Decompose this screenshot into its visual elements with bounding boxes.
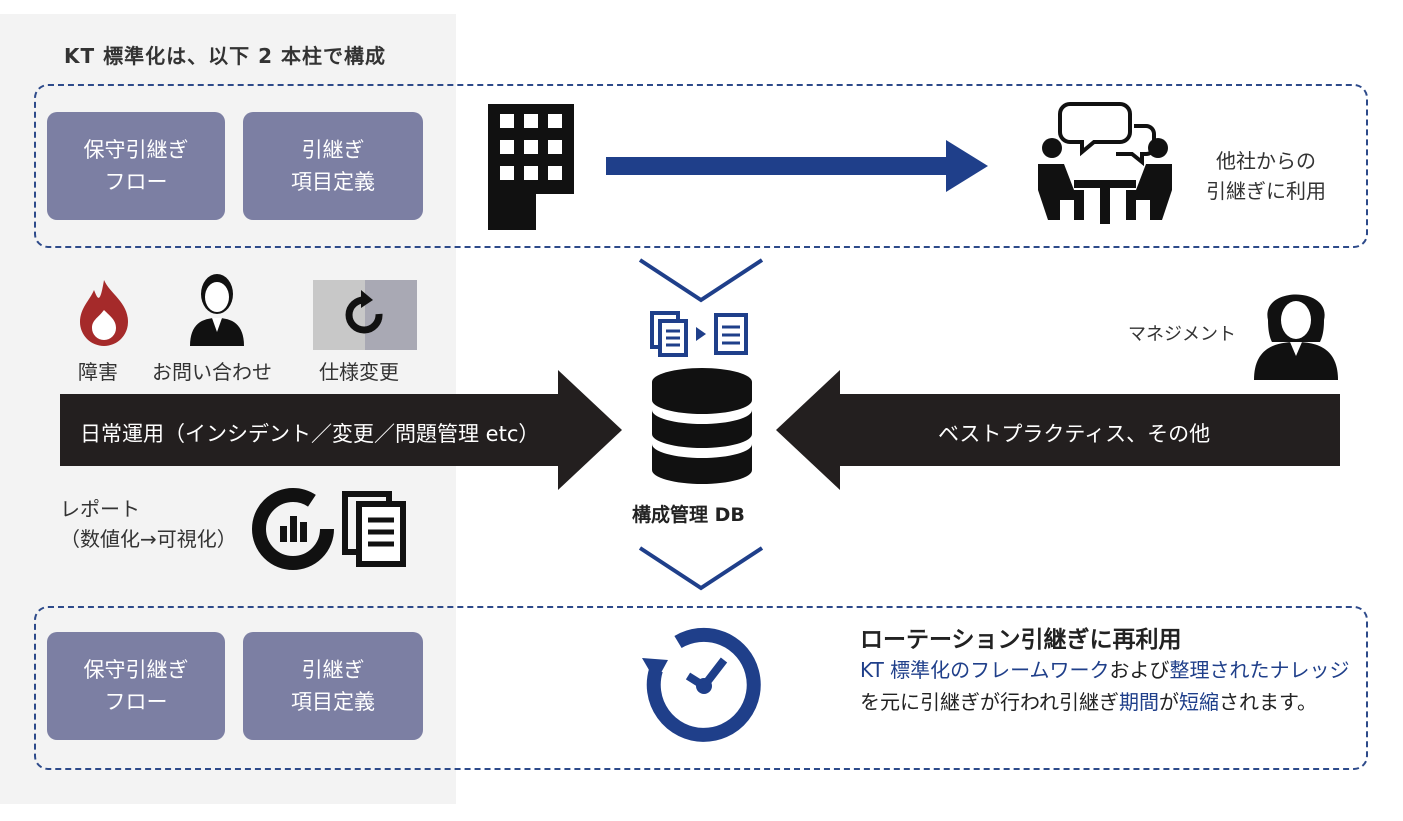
rotation-heading: ローテーション引継ぎに再利用 <box>860 627 1182 653</box>
rotation-description: KT 標準化のフレームワークおよび整理されたナレッジを元に引継ぎが行われ引継ぎ期… <box>860 654 1360 718</box>
best-practice-arrow <box>776 370 1340 490</box>
incident-label: 障害 <box>78 360 118 384</box>
transfer-arrow <box>606 140 988 192</box>
rotation-text-segment: が <box>1159 690 1179 714</box>
rotation-text-segment: 期間 <box>1119 690 1159 714</box>
daily-ops-arrow <box>60 370 622 490</box>
refresh-icon <box>313 280 417 350</box>
building-icon <box>488 104 574 230</box>
rotation-text-segment: 整理された <box>1169 658 1270 682</box>
inquiry-label: お問い合わせ <box>152 360 272 384</box>
chart-donut-icon <box>252 488 334 570</box>
down-chevron-upper <box>638 258 764 303</box>
bottom-dashed-box <box>34 606 1368 770</box>
rotation-text-segment: を元に引継ぎが行われ引継ぎ <box>860 690 1119 714</box>
clock-rotation-icon <box>642 627 761 742</box>
rotation-text-segment: ナレッジ <box>1269 658 1350 682</box>
top-dashed-box <box>34 84 1368 248</box>
rotation-text-segment: 短縮 <box>1179 690 1219 714</box>
rotation-text-segment: されます。 <box>1219 690 1317 714</box>
best-practice-text: ベストプラクティス、その他 <box>938 422 1211 446</box>
daily-ops-text: 日常運用（インシデント／変更／問題管理 etc） <box>80 422 540 446</box>
person-icon <box>190 274 244 346</box>
bottom-button-maintenance-flow: 保守引継ぎ フロー <box>47 632 225 740</box>
fire-icon <box>80 280 128 346</box>
documents-icon <box>342 491 406 567</box>
database-icon <box>652 368 752 484</box>
top-button-item-definition: 引継ぎ 項目定義 <box>243 112 423 220</box>
bottom-button-item-definition: 引継ぎ 項目定義 <box>243 632 423 740</box>
management-label: マネジメント <box>1128 324 1236 345</box>
rotation-text-segment: および <box>1109 658 1170 682</box>
rotation-text-segment: KT 標準化のフレームワーク <box>860 658 1110 682</box>
spec-change-label: 仕様変更 <box>319 360 399 384</box>
meeting-icon <box>1038 102 1172 224</box>
top-button-maintenance-flow: 保守引継ぎ フロー <box>47 112 225 220</box>
report-label: レポート （数値化→可視化） <box>60 497 237 551</box>
usage-label: 他社からの 引継ぎに利用 <box>1206 149 1326 203</box>
db-label: 構成管理 DB <box>632 504 745 526</box>
diagram-title: KT 標準化は、以下 2 本柱で構成 <box>64 44 386 68</box>
businesswoman-icon <box>1254 294 1338 380</box>
document-transfer-icon <box>650 311 748 357</box>
down-chevron-lower <box>638 546 764 591</box>
